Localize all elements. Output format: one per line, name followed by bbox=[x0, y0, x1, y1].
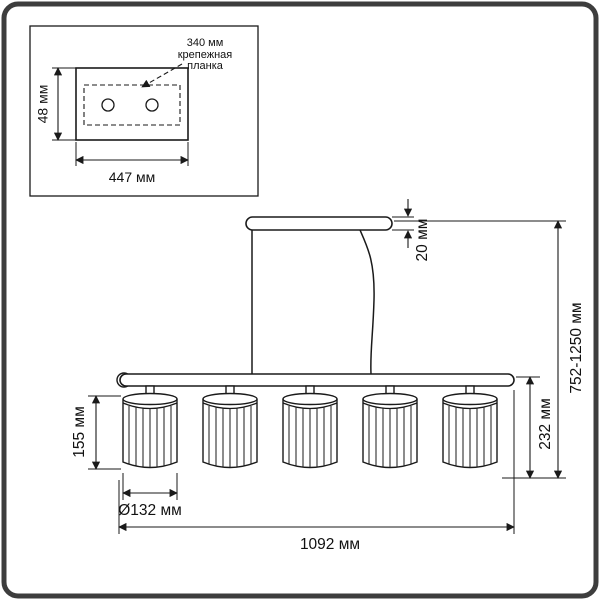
dim-shade-height-label: 155 мм bbox=[71, 406, 88, 457]
dim-canopy-height: 20 мм bbox=[392, 199, 431, 261]
mounting-hole-left bbox=[101, 98, 115, 112]
callout-dim-label: 340 мм bbox=[187, 37, 224, 49]
dim-plate-height-label: 48 мм bbox=[35, 85, 51, 124]
shade-5 bbox=[442, 385, 498, 469]
ceiling-canopy-bar bbox=[245, 216, 393, 231]
shade-4 bbox=[362, 385, 418, 469]
mounting-hole-right bbox=[145, 98, 159, 112]
suspension-cable-right bbox=[359, 229, 375, 375]
dim-overall-width: 1092 мм bbox=[118, 390, 515, 553]
inset-mounting-spec: 340 мм крепежная планка 48 мм 447 мм bbox=[29, 25, 259, 197]
dim-shade-diameter-label: Ø132 мм bbox=[118, 502, 182, 519]
dim-plate-width-label: 447 мм bbox=[109, 169, 156, 185]
dim-canopy-height-label: 20 мм bbox=[414, 219, 431, 262]
dim-shade-diameter: Ø132 мм bbox=[118, 473, 182, 519]
mounting-plate bbox=[75, 67, 189, 141]
shade-1 bbox=[122, 385, 178, 469]
dim-plate-width: 447 мм bbox=[75, 142, 189, 185]
dim-drop-height: 232 мм bbox=[516, 376, 554, 479]
dim-shade-height: 155 мм bbox=[71, 395, 121, 470]
mounting-bracket-dashed bbox=[83, 84, 181, 126]
inset-border bbox=[29, 25, 259, 197]
fixture-rod bbox=[119, 373, 515, 387]
shade-2 bbox=[202, 385, 258, 469]
callout-text-line1: крепежная bbox=[178, 49, 233, 61]
shade-3 bbox=[282, 385, 338, 469]
callout-text-line2: планка bbox=[187, 60, 224, 72]
fixture-drawing bbox=[116, 216, 515, 469]
dim-plate-height: 48 мм bbox=[35, 67, 76, 141]
dim-drop-height-label: 232 мм bbox=[537, 398, 554, 449]
dim-overall-width-label: 1092 мм bbox=[300, 536, 360, 553]
dim-overall-height-label: 752-1250 мм bbox=[568, 302, 585, 393]
